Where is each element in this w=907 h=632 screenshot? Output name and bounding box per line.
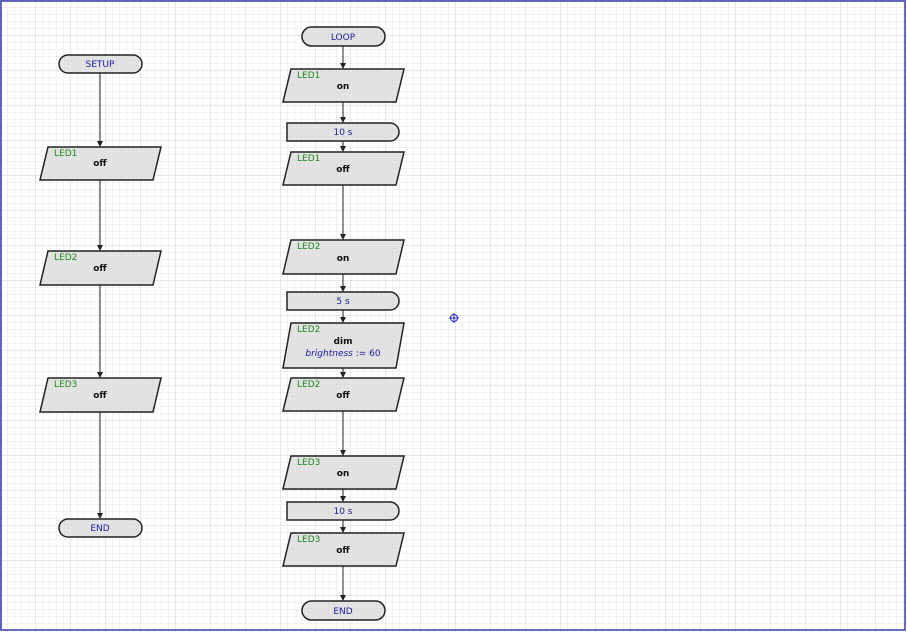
action-label: off	[93, 391, 107, 401]
setup-end-terminal[interactable]: END	[58, 518, 143, 538]
action-label: on	[337, 254, 350, 264]
setup-end-label: END	[90, 524, 109, 534]
device-label: LED1	[54, 149, 77, 159]
delay-label: 10 s	[333, 507, 352, 517]
param-name: brightness	[305, 349, 353, 359]
setup-start-terminal[interactable]: SETUP	[58, 54, 143, 74]
action-label: off	[93, 159, 107, 169]
device-label: LED3	[297, 535, 320, 545]
param-value: 60	[369, 349, 381, 359]
action-label: off	[336, 391, 350, 401]
action-label: off	[336, 165, 350, 175]
param-line: brightness := 60	[305, 349, 381, 359]
loop-start-label: LOOP	[331, 33, 356, 43]
delay-label: 5 s	[336, 297, 350, 307]
loop-step-10[interactable]: LED3 off	[282, 532, 405, 567]
loop-step-3[interactable]: LED1 off	[282, 151, 405, 186]
loop-delay-1[interactable]: 10 s	[286, 122, 400, 142]
loop-step-1[interactable]: LED1 on	[282, 68, 405, 103]
param-operator: :=	[353, 349, 369, 359]
loop-step-4[interactable]: LED2 on	[282, 239, 405, 275]
loop-end-terminal[interactable]: END	[301, 600, 386, 621]
delay-label: 10 s	[333, 128, 352, 138]
loop-step-8[interactable]: LED3 on	[282, 455, 405, 490]
device-label: LED2	[297, 380, 320, 390]
action-label: dim	[334, 337, 353, 347]
device-label: LED3	[54, 380, 77, 390]
action-label: off	[336, 546, 350, 556]
loop-end-label: END	[333, 607, 352, 617]
loop-delay-2[interactable]: 5 s	[286, 291, 400, 311]
device-label: LED2	[297, 325, 320, 335]
loop-step-7[interactable]: LED2 off	[282, 377, 405, 412]
action-label: on	[337, 469, 350, 479]
loop-step-6[interactable]: LED2 dim brightness := 60	[282, 322, 405, 369]
device-label: LED1	[297, 154, 320, 164]
setup-flow: SETUP LED1 off LED2 off LED3 off END	[39, 54, 162, 538]
loop-delay-3[interactable]: 10 s	[286, 501, 400, 521]
loop-flow: LOOP LED1 on 10 s LED1 off LED2 on 5 s	[282, 26, 405, 621]
device-label: LED3	[297, 458, 320, 468]
device-label: LED1	[297, 71, 320, 81]
setup-step-3[interactable]: LED3 off	[39, 377, 162, 413]
setup-step-2[interactable]: LED2 off	[39, 250, 162, 286]
crosshair-icon	[449, 313, 459, 323]
setup-step-1[interactable]: LED1 off	[39, 146, 162, 181]
loop-start-terminal[interactable]: LOOP	[301, 26, 386, 47]
action-label: on	[337, 82, 350, 92]
action-label: off	[93, 264, 107, 274]
setup-start-label: SETUP	[86, 60, 115, 70]
device-label: LED2	[54, 253, 77, 263]
device-label: LED2	[297, 242, 320, 252]
